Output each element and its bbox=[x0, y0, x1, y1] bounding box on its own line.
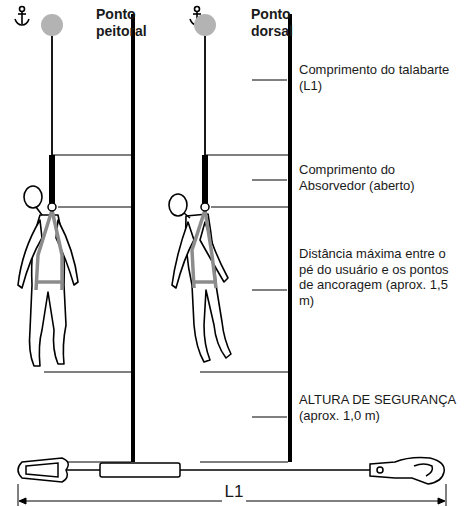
zone-label: Distância máxima entre o pé do usuário e… bbox=[299, 246, 459, 308]
wall bbox=[131, 14, 135, 462]
leader-line bbox=[252, 80, 287, 417]
anchor-point bbox=[41, 14, 63, 36]
zone-line bbox=[44, 155, 288, 462]
absorber bbox=[49, 155, 55, 205]
attachment-ring bbox=[201, 203, 209, 211]
anchor-symbol bbox=[15, 7, 29, 26]
zone-label: Comprimento do talabarte (L1) bbox=[299, 62, 459, 93]
wall bbox=[288, 14, 292, 462]
lanyard-product bbox=[18, 458, 444, 485]
zone-label: ALTURA DE SEGURANÇA (aprox. 1,0 m) bbox=[299, 392, 459, 423]
lanyard bbox=[51, 36, 53, 155]
harness bbox=[192, 210, 216, 288]
attachment-ring bbox=[48, 203, 56, 211]
dimension-label: L1 bbox=[222, 482, 246, 502]
harness bbox=[36, 210, 62, 290]
absorber bbox=[202, 155, 208, 205]
person-figure bbox=[18, 186, 78, 366]
point-title: Ponto dorsal bbox=[251, 6, 321, 40]
lanyard bbox=[204, 36, 206, 155]
point-title: Ponto peitoral bbox=[96, 6, 166, 40]
zone-label: Comprimento do Absorvedor (aberto) bbox=[299, 162, 459, 193]
person-figure bbox=[169, 194, 231, 362]
anchor-point bbox=[194, 14, 216, 36]
